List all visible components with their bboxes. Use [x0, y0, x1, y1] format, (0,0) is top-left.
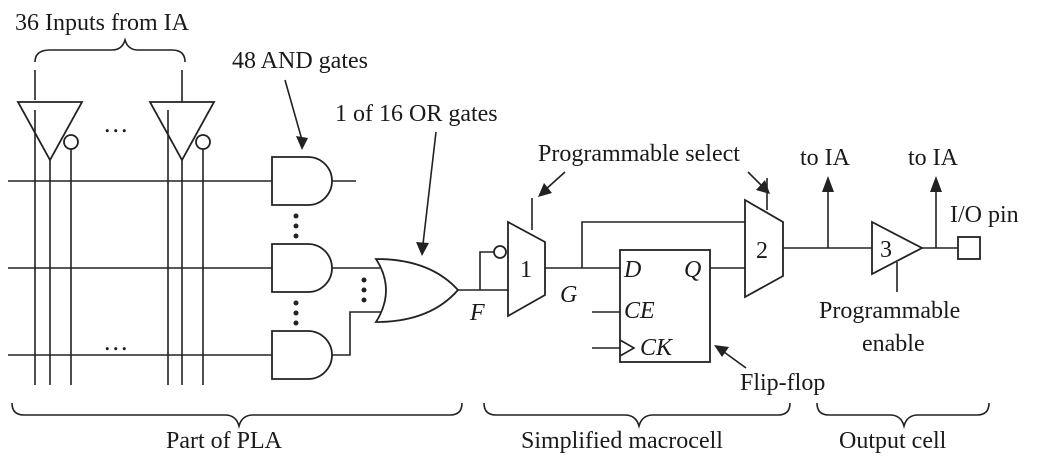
or-gates-arrowhead: [416, 242, 429, 256]
and-gates-vertical-dots: [293, 213, 299, 326]
buffers-ellipsis: ...: [104, 109, 130, 138]
mux1-number: 1: [520, 257, 532, 283]
flip-flop-label: Flip-flop: [740, 370, 825, 396]
macrocell-brace: [483, 402, 791, 430]
part-of-pla-label: Part of PLA: [166, 428, 283, 454]
ff-d-label: D: [623, 257, 641, 283]
to-ia-label-1: to IA: [800, 145, 851, 171]
flip-flop: [619, 249, 711, 363]
signal-f-label: F: [469, 300, 485, 326]
mux2-number: 2: [756, 238, 768, 264]
flip-flop-arrow: [723, 351, 747, 369]
mux-1: [507, 220, 546, 318]
simplified-macrocell-label: Simplified macrocell: [521, 428, 723, 454]
inputs-brace: [34, 37, 186, 63]
and-gate-bottom: [271, 330, 333, 380]
output-cell-label: Output cell: [839, 428, 947, 454]
f-inverted-branch: [479, 251, 494, 290]
columns-ellipsis: ...: [104, 327, 130, 356]
and-gate-top: [271, 156, 333, 206]
io-pin-label: I/O pin: [950, 202, 1019, 228]
programmable-enable-label-2: enable: [862, 331, 925, 357]
to-ia-arrowhead-2: [930, 176, 942, 192]
and-bottom-to-or-wire: [332, 311, 384, 356]
ff-ck-label: CK: [640, 335, 674, 361]
or-gates-label: 1 of 16 OR gates: [335, 101, 498, 127]
io-pin-square: [957, 236, 981, 260]
flip-flop-arrowhead: [714, 345, 729, 357]
or-gate: [374, 258, 460, 323]
select-arrow-right: [747, 171, 763, 187]
and-gates-arrowhead: [296, 136, 308, 150]
select-arrow-left: [544, 171, 566, 191]
or-gates-arrow: [422, 131, 437, 245]
mux1-inverter-bubble: [493, 245, 507, 259]
clock-triangle-icon: [619, 339, 636, 357]
and-gates-arrow: [284, 79, 303, 141]
to-ia-label-2: to IA: [908, 145, 959, 171]
inputs-from-ia-label: 36 Inputs from IA: [15, 10, 190, 36]
g-bypass-wire: [581, 221, 745, 268]
and-gates-label: 48 AND gates: [232, 48, 368, 74]
mux-2: [744, 198, 784, 299]
select-arrowhead-left: [538, 183, 552, 197]
input-buffer-left: [16, 101, 84, 162]
and-gate-mid: [271, 243, 333, 293]
ff-q-label: Q: [684, 257, 701, 283]
to-ia-arrowhead-1: [822, 176, 834, 192]
output-cell-brace: [816, 402, 990, 430]
ff-ce-label: CE: [624, 298, 655, 324]
or-inputs-vertical-dots: [361, 277, 367, 303]
buffer3-number: 3: [880, 237, 892, 263]
pla-brace: [11, 402, 463, 430]
output-buffer-3: [871, 220, 924, 276]
signal-g-label: G: [560, 282, 577, 308]
input-buffer-right: [148, 101, 216, 162]
programmable-enable-label-1: Programmable: [819, 298, 960, 324]
programmable-select-label: Programmable select: [538, 141, 740, 167]
